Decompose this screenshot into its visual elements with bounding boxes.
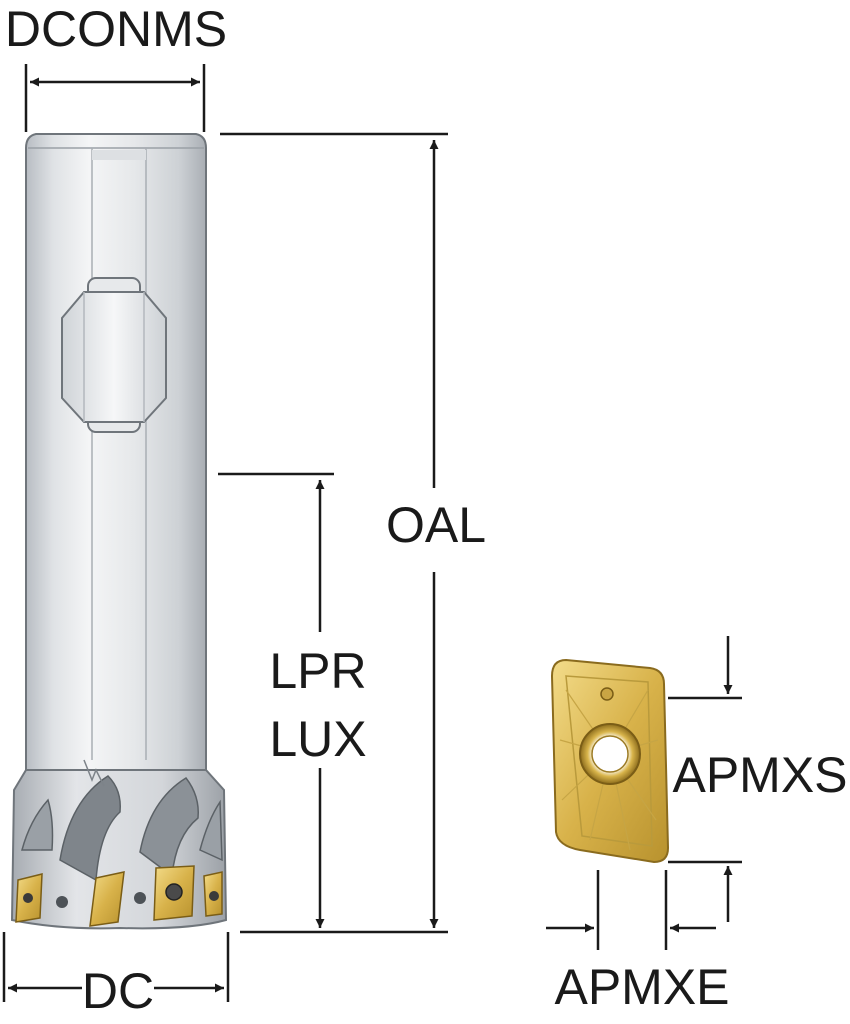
head-edge-line	[83, 759, 105, 787]
flute-1	[59, 775, 121, 882]
lpr-label: LPR	[269, 643, 366, 699]
dimension-lines	[2, 64, 742, 1002]
insert-facet	[565, 675, 653, 847]
apmxe-label: APMXE	[554, 959, 729, 1015]
apmxs-label: APMXS	[672, 747, 847, 803]
body-screw-2	[134, 892, 146, 904]
lux-label: LUX	[269, 711, 366, 767]
body-screw-1	[56, 896, 68, 908]
cutter-shank	[25, 133, 207, 771]
weldon-flat	[61, 277, 167, 433]
insert-mark-dot	[600, 687, 614, 701]
insert-screw-4	[209, 891, 219, 901]
flute-2	[139, 777, 199, 878]
flute-3	[21, 798, 54, 851]
flat-top	[92, 150, 146, 160]
end-mill-cutter	[10, 133, 228, 930]
indexable-insert	[550, 658, 670, 864]
insert-hole-inner	[591, 735, 629, 773]
cutter-insert-2	[89, 871, 125, 927]
insert-screw-1	[23, 893, 33, 903]
insert-screw-3	[165, 883, 183, 901]
dc-label: DC	[82, 963, 154, 1019]
dconms-label: DCONMS	[5, 1, 227, 57]
flute-4	[199, 799, 223, 862]
oal-label: OAL	[386, 497, 486, 553]
